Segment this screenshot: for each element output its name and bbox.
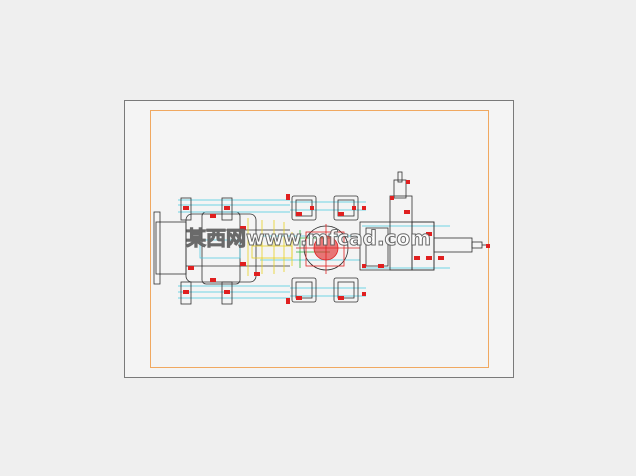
left-chassis xyxy=(153,211,290,285)
drawing-frame xyxy=(150,110,489,368)
cyan-lines xyxy=(178,199,450,299)
yellow-lines xyxy=(247,218,293,276)
engine-assembly xyxy=(296,224,360,274)
right-body xyxy=(359,171,488,271)
left-wheels xyxy=(180,197,233,305)
red-markers xyxy=(183,180,490,304)
